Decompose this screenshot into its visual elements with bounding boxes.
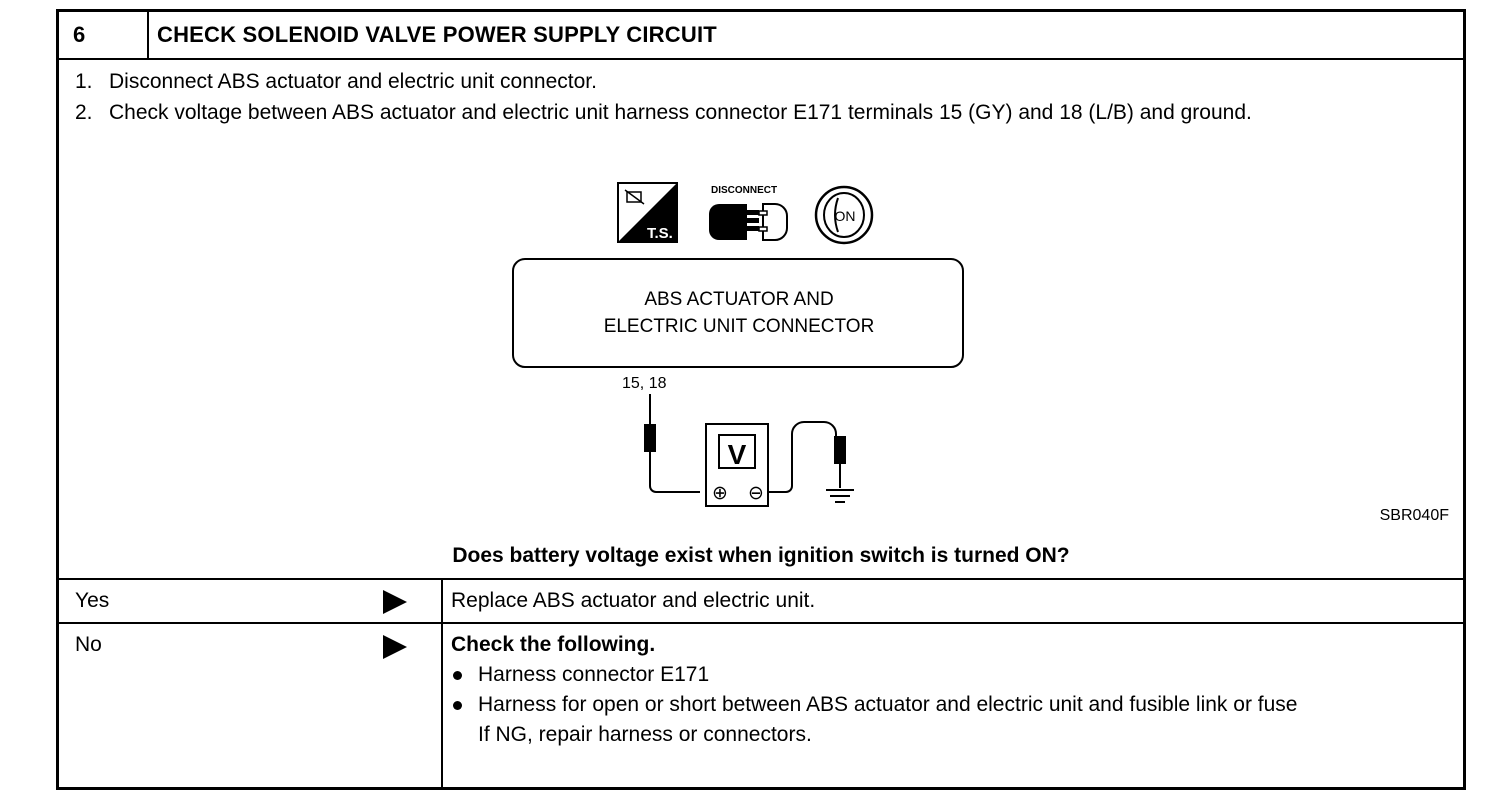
connector-box: [512, 258, 964, 368]
instruction-item: 1. Disconnect ABS actuator and electric …: [75, 66, 1445, 97]
on-label: ON: [835, 208, 856, 224]
instruction-number: 1.: [75, 70, 93, 93]
instruction-text: Disconnect ABS actuator and electric uni…: [109, 70, 597, 93]
step-number: 6: [59, 12, 149, 58]
step-title: CHECK SOLENOID VALVE POWER SUPPLY CIRCUI…: [157, 22, 717, 47]
terminal-label: 15, 18: [622, 375, 667, 392]
plus-terminal: ⊕: [712, 482, 728, 504]
no-action-note: If NG, repair harness or connectors.: [478, 723, 812, 746]
divider: [59, 578, 1463, 580]
no-action: Check the following. Harness connector E…: [451, 630, 1441, 750]
connector-label-line1: ABS ACTUATOR AND: [644, 289, 833, 310]
diagnostic-question: Does battery voltage exist when ignition…: [452, 544, 1070, 567]
ground-icon: [826, 489, 854, 503]
bullet-icon: [453, 671, 462, 680]
minus-terminal: ⊖: [748, 482, 764, 504]
procedure-table: 6 CHECK SOLENOID VALVE POWER SUPPLY CIRC…: [56, 9, 1466, 790]
negative-probe: [768, 421, 846, 493]
instruction-number: 2.: [75, 101, 93, 124]
disconnect-icon: DISCONNECT: [709, 185, 788, 241]
divider: [59, 622, 1463, 624]
wiring-diagram: T.S. DISCONNECT ON ABS ACTUATOR AND ELEC…: [512, 182, 1450, 524]
no-action-bullet: Harness for open or short between ABS ac…: [451, 690, 1441, 720]
yes-arrow-icon: [383, 590, 407, 614]
positive-probe: [644, 394, 700, 493]
test-symbol-icon: T.S.: [617, 182, 678, 243]
step-header: 6 CHECK SOLENOID VALVE POWER SUPPLY CIRC…: [59, 12, 1463, 60]
ts-label: T.S.: [647, 225, 673, 242]
meter-label: V: [728, 439, 747, 470]
yes-label: Yes: [75, 589, 110, 612]
no-label: No: [75, 633, 102, 656]
no-action-bullet: Harness connector E171: [451, 660, 1441, 690]
yes-action: Replace ABS actuator and electric unit.: [451, 589, 816, 612]
bullet-text: Harness connector E171: [478, 663, 710, 686]
figure-id: SBR040F: [1380, 507, 1450, 524]
instruction-text: Check voltage between ABS actuator and e…: [109, 101, 1252, 124]
instruction-list: 1. Disconnect ABS actuator and electric …: [75, 66, 1445, 128]
column-divider: [441, 578, 443, 787]
no-action-heading: Check the following.: [451, 633, 656, 656]
voltmeter: V ⊕ ⊖: [705, 423, 769, 507]
instruction-item: 2. Check voltage between ABS actuator an…: [75, 97, 1445, 128]
no-arrow-icon: [383, 635, 407, 659]
disconnect-label: DISCONNECT: [711, 185, 777, 196]
bullet-icon: [453, 701, 462, 710]
ignition-on-icon: ON: [814, 185, 874, 245]
bullet-text: Harness for open or short between ABS ac…: [478, 693, 1298, 716]
connector-label-line2: ELECTRIC UNIT CONNECTOR: [604, 316, 875, 337]
